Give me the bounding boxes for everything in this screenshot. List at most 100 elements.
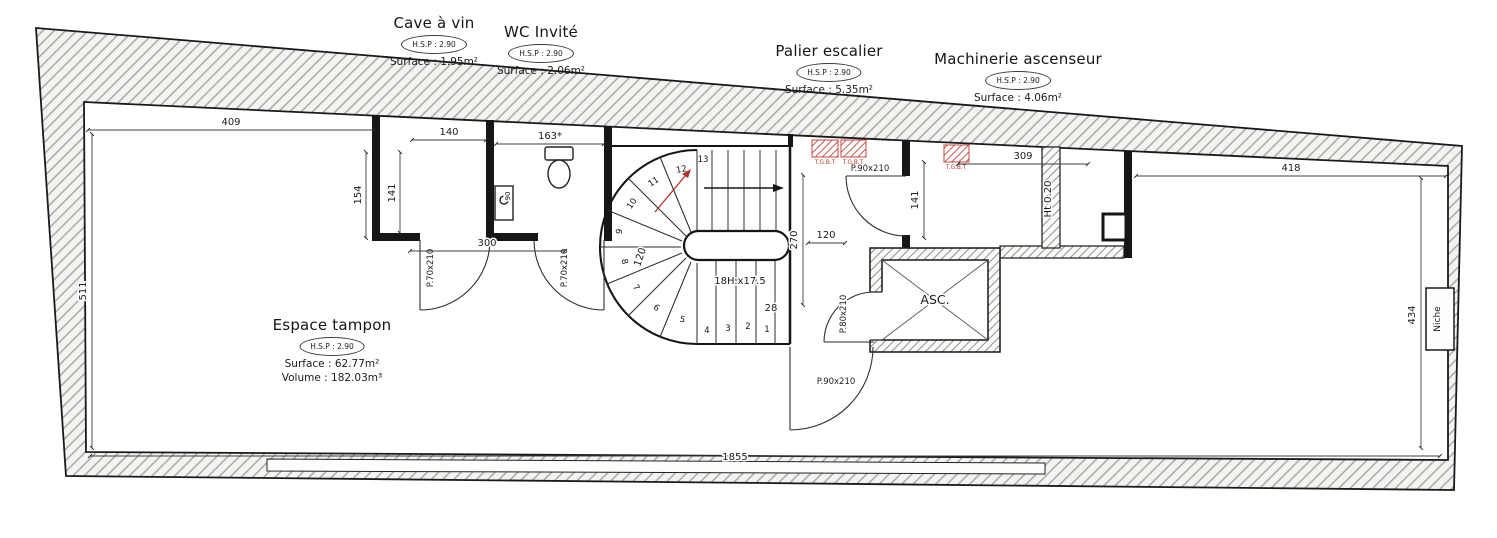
wall-cave-bottom <box>372 233 420 241</box>
wall-palier-top <box>902 140 910 176</box>
door-palier: P.90x210 <box>845 163 907 237</box>
door-elevator-label: P.80x210 <box>839 295 849 334</box>
dim-top-left: 409 <box>221 117 240 128</box>
step-number: 11 <box>647 175 662 189</box>
room-surface: Surface : 1.95m² <box>389 56 479 68</box>
wall-machinerie-right <box>1124 151 1132 258</box>
niche-label: Niche <box>1433 306 1443 332</box>
room-name: WC Invité <box>504 23 578 41</box>
toilet-bowl <box>547 159 571 189</box>
dim-palier-width: 120 <box>816 230 835 241</box>
door-cave: P.70x210 <box>419 239 491 311</box>
elevator-cross <box>881 259 989 341</box>
step-number: 8 <box>619 258 630 265</box>
stair-spec-label: 18H.x17.5 <box>714 276 765 287</box>
dimensions: 409 140 163* 154 141 300 511 270 120 141… <box>77 116 1449 465</box>
door-wc: P.70x210 <box>533 239 605 311</box>
room-name: Cave à vin <box>393 14 475 32</box>
tgbt-label: T.G.B.T <box>842 160 864 166</box>
hsp-badge: H.S.P : 2.90 <box>401 35 467 54</box>
room-label-palier: Palier escalier H.S.P : 2.90 Surface : 5… <box>775 42 882 96</box>
dim-cave-height-inner: 141 <box>387 183 398 202</box>
interior-walls <box>372 115 1132 259</box>
step-number: 3 <box>725 324 730 334</box>
tgbt-box <box>811 139 839 158</box>
room-name: Palier escalier <box>775 42 883 60</box>
room-volume: Volume : 182.03m³ <box>281 372 383 384</box>
room-name: Espace tampon <box>272 316 392 334</box>
wall-machinerie-band <box>999 245 1125 259</box>
wc-fixtures: 90 <box>494 146 574 221</box>
wall-cave-wc <box>486 120 494 241</box>
room-surface: Surface : 62.77m² <box>284 358 380 370</box>
wall-wc-bottom <box>493 233 538 241</box>
step-number: 6 <box>651 303 661 314</box>
dim-machinerie-left: 141 <box>910 190 921 209</box>
exterior-wall <box>35 27 1463 491</box>
tgbt-boxes: T.G.B.T T.G.B.T T.G.B.T <box>811 139 970 171</box>
step-number: 12 <box>675 164 688 176</box>
hsp-badge: H.S.P : 2.90 <box>985 71 1051 90</box>
stair-core <box>682 229 791 262</box>
tgbt-box <box>943 144 970 163</box>
low-wall-ht020 <box>1041 146 1061 249</box>
room-label-cave: Cave à vin H.S.P : 2.90 Surface : 1.95m² <box>390 14 478 68</box>
door-tampon: P.90x210 <box>789 346 874 431</box>
tgbt-label: T.G.B.T <box>814 160 836 166</box>
room-surface: Surface : 5.35m² <box>784 84 874 96</box>
dim-step-depth: 28 <box>765 303 778 314</box>
dim-wc-width: 163* <box>538 131 562 142</box>
dim-top-right: 418 <box>1281 163 1300 174</box>
step-number: 5 <box>679 315 686 326</box>
step-number: 1 <box>764 325 769 335</box>
step-number: 9 <box>615 228 626 235</box>
dim-building-width: 1855 <box>722 452 747 463</box>
step-number: 10 <box>625 197 639 212</box>
duct-box <box>1101 212 1128 242</box>
room-label-machinerie: Machinerie ascenseur H.S.P : 2.90 Surfac… <box>934 50 1102 104</box>
dim-left-height: 511 <box>78 281 89 300</box>
dim-right-height: 434 <box>1407 305 1418 324</box>
toilet-tank <box>544 146 574 161</box>
dim-opening-width: 300 <box>477 238 496 249</box>
stair-direction-arrow <box>704 184 784 192</box>
wall-palier-bottom <box>902 235 910 248</box>
hsp-badge: H.S.P : 2.90 <box>796 63 862 82</box>
elevator-shaft: ASC. <box>867 247 1001 353</box>
dim-cave-width: 140 <box>439 127 458 138</box>
room-label-wc: WC Invité H.S.P : 2.90 Surface : 2.06m² <box>497 23 585 77</box>
door-wc-label: P.70x210 <box>560 249 570 288</box>
wall-cave-left <box>372 115 380 241</box>
dim-low-wall: Ht 0.20 <box>1043 181 1054 218</box>
door-cave-label: P.70x210 <box>426 249 436 288</box>
bottom-ledge <box>266 458 1046 475</box>
room-name: Machinerie ascenseur <box>934 50 1102 68</box>
door-elevator: P.80x210 <box>823 291 875 343</box>
room-surface: Surface : 2.06m² <box>496 65 586 77</box>
dim-cave-height-outer: 154 <box>353 185 364 204</box>
step-number: 7 <box>630 283 641 293</box>
hsp-badge: H.S.P : 2.90 <box>299 337 365 356</box>
step-number: 2 <box>745 322 750 332</box>
elevator-door-opening <box>867 292 883 340</box>
dim-basin: 90 <box>504 192 512 201</box>
washbasin-drain <box>499 195 509 205</box>
dim-stair-width: 120 <box>632 246 648 268</box>
door-palier-label: P.90x210 <box>851 164 890 174</box>
room-surface: Surface : 4.06m² <box>973 92 1063 104</box>
step-number: 4 <box>704 326 709 336</box>
wall-wc-right <box>604 126 612 241</box>
stair-up-arrow <box>654 169 691 213</box>
hsp-badge: H.S.P : 2.90 <box>508 44 574 63</box>
spiral-stair: 1 2 3 4 5 6 7 8 9 10 11 12 13 18H.x17.5 … <box>598 144 792 346</box>
elevator-label: ASC. <box>920 292 949 307</box>
room-label-tampon: Espace tampon H.S.P : 2.90 Surface : 62.… <box>273 316 392 384</box>
tgbt-box <box>840 139 867 158</box>
door-tampon-label: P.90x210 <box>817 377 856 387</box>
tgbt-label: T.G.B.T <box>945 165 967 171</box>
dim-machinerie-width: 309 <box>1013 151 1032 162</box>
dim-palier-height: 270 <box>789 230 800 249</box>
niche: Niche <box>1425 287 1455 351</box>
